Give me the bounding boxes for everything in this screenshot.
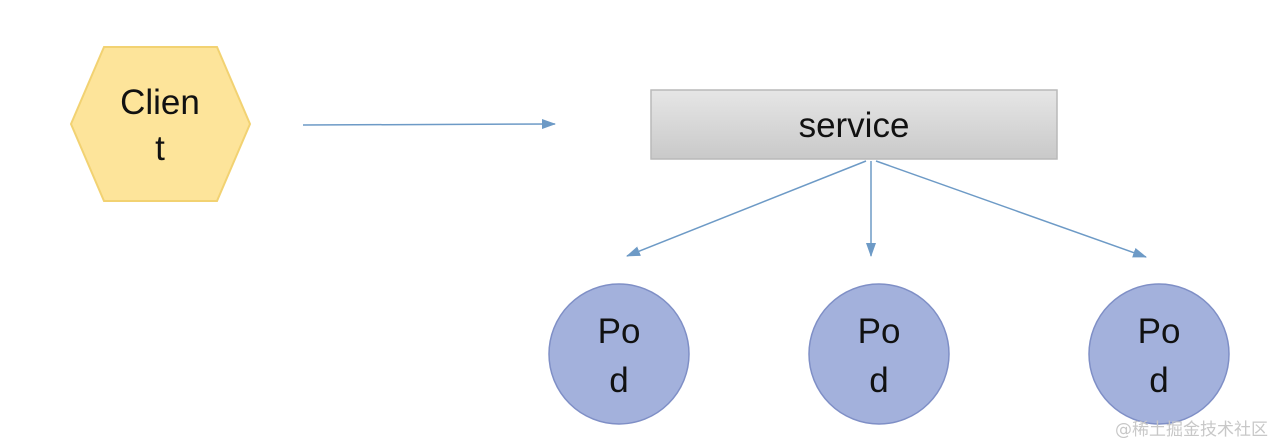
pod-label-line2: d xyxy=(869,361,888,400)
pod-label-line1: Po xyxy=(1138,312,1181,351)
pod-label-line2: d xyxy=(1149,361,1168,400)
service-to-pod-1-arrow xyxy=(626,160,867,257)
pod-label-line2: d xyxy=(609,361,628,400)
service-to-pod-3-arrow xyxy=(875,160,1147,258)
service-box xyxy=(650,89,1058,160)
pod-circle xyxy=(548,283,690,425)
client-label-line1: Clien xyxy=(120,83,200,122)
pod-node-2: Po d xyxy=(808,283,950,425)
pod-circle xyxy=(1088,283,1230,425)
pod-node-1: Po d xyxy=(548,283,690,425)
service-node: service xyxy=(650,89,1058,160)
client-node: Clien t xyxy=(69,46,252,202)
pod-circle xyxy=(808,283,950,425)
watermark-text: @稀土掘金技术社区 xyxy=(1115,420,1268,440)
service-label: service xyxy=(799,106,910,145)
pod-node-3: Po d xyxy=(1088,283,1230,425)
client-label-line2: t xyxy=(155,129,165,168)
client-hexagon xyxy=(69,46,252,202)
pod-label-line1: Po xyxy=(598,312,641,351)
client-to-service-arrow xyxy=(302,119,556,130)
pod-label-line1: Po xyxy=(858,312,901,351)
